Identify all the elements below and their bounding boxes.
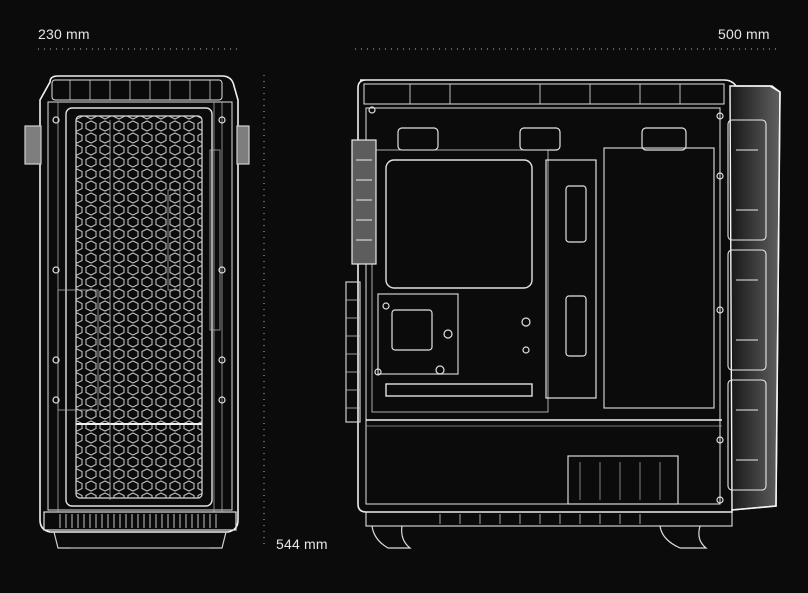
side-bottom-vents	[439, 514, 641, 524]
front-top-cap	[51, 79, 223, 101]
height-dimension-label: 544 mm	[276, 536, 328, 552]
front-view	[24, 75, 250, 549]
depth-dimension-label: 500 mm	[718, 26, 770, 42]
rear-expansion-lines	[346, 299, 360, 409]
side-fan-slot-3	[641, 127, 687, 151]
front-foot-left	[53, 531, 70, 549]
side-fan-slot-2	[519, 127, 561, 151]
side-inner-frame	[365, 107, 721, 505]
motherboard-cutout	[385, 159, 533, 289]
cable-channel	[545, 159, 597, 399]
motherboard-tray	[371, 149, 549, 413]
side-foot-front	[659, 525, 708, 549]
side-fan-slot-1	[397, 127, 439, 151]
side-top-rail	[363, 83, 725, 105]
rear-expansion-slots	[345, 281, 361, 423]
front-bottom-bar	[43, 511, 237, 531]
front-right-handle	[236, 125, 250, 165]
side-top-rail-ribs	[409, 84, 681, 104]
front-panel-frame	[65, 107, 213, 507]
side-foot-rear	[371, 525, 412, 549]
width-dimension-label: 230 mm	[38, 26, 90, 42]
dimension-guides	[38, 48, 776, 548]
front-bottom-vents	[59, 514, 217, 528]
side-cutout-small	[391, 309, 433, 351]
front-fan-stack	[727, 119, 767, 491]
front-left-handle	[24, 125, 42, 165]
front-mesh-panel	[75, 115, 203, 499]
front-inner-frame	[47, 101, 233, 511]
side-cpu-backplate	[377, 293, 459, 375]
psu-box	[567, 455, 679, 505]
side-outer-shell	[357, 79, 781, 513]
side-bottom-bar	[365, 511, 733, 527]
side-view	[345, 79, 781, 549]
cable-slot-2	[565, 295, 587, 357]
front-foot-right	[210, 531, 227, 549]
psu-vents	[579, 462, 661, 500]
side-screws	[368, 106, 724, 504]
front-top-ribs	[69, 80, 211, 100]
front-internal-lines	[57, 102, 223, 512]
side-lower-slot	[385, 383, 533, 397]
side-front-panel	[729, 85, 781, 511]
cable-slot-1	[565, 185, 587, 243]
front-screws	[52, 116, 226, 404]
rear-io-slots	[356, 159, 372, 241]
rear-radiator-area	[603, 147, 715, 409]
rear-io-column	[351, 139, 377, 265]
